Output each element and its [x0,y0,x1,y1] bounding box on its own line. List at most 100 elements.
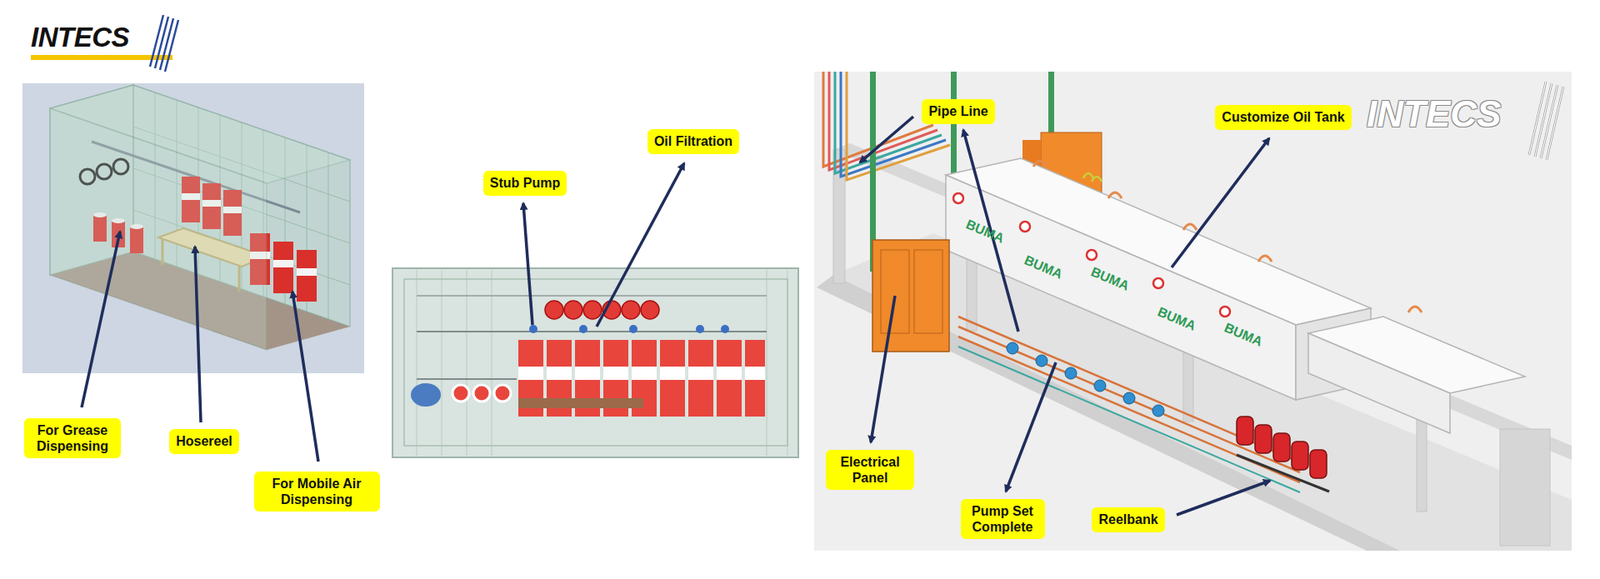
building-render-part [1255,425,1272,454]
callout-box: Pipe Line [921,99,995,124]
top-view-render-part [452,385,470,402]
top-view-render-part [473,385,490,402]
building-render-part [1408,306,1422,313]
top-view-render-part [603,366,629,380]
top-view-render-part [529,325,538,334]
building-render-part [953,193,1230,317]
leader-arrow-part [81,231,120,408]
container-render-part [296,268,317,276]
container-render [22,83,365,374]
building-render-part [1065,367,1077,380]
top-view-render-part [416,378,517,380]
building-render-part [1529,81,1564,160]
callout-text: Customize Oil Tank [1221,109,1345,125]
callout-box: Electrical Panel [825,450,915,490]
logo-mark-part [165,20,179,72]
building-render-part [1258,255,1272,262]
building-render-part [945,175,1296,400]
watermark: INTECS [1366,93,1501,135]
top-view-render-part [416,270,418,456]
top-view-render-part [441,270,443,456]
top-view-render-part [720,325,730,334]
top-view-render-part [466,270,468,456]
building-render-part [1091,176,1102,182]
building-render-part [833,150,1550,546]
callout-box: Reelbank [1091,507,1165,532]
building-render-part [1308,333,1450,434]
top-view-render-part [660,340,685,417]
building-render-part [1083,173,1094,179]
callout-text: Reelbank [1098,511,1158,528]
callout-text: Hosereel [175,433,233,450]
building-render-part [1006,342,1019,355]
leader-arrow-part [1005,362,1056,492]
top-view-render-part [695,325,705,334]
top-view-render-part [494,385,511,402]
top-view-render-part [575,366,600,380]
building-render-part [840,71,946,177]
building-render-part [1006,342,1165,417]
leader-arrow-part [1176,480,1270,515]
callout-box: For Grease Dispensing [24,418,121,459]
building-render [814,71,1572,551]
building-render-part [1035,355,1048,367]
building-render-part [872,240,950,352]
building-render-part [1291,441,1309,470]
leader-arrow-part [860,116,914,163]
callout-text: For Grease Dispensing [30,422,115,455]
top-view-render-part [629,325,638,334]
container-render-part [273,241,294,294]
top-view-render-part [583,300,602,320]
top-view-render-part [745,340,765,417]
leader-arrow-part [292,291,319,462]
callout-box: Pump Set Complete [960,499,1045,540]
top-view-render-part [716,366,742,380]
building-render-part [833,143,1572,460]
top-view-render-part [631,366,657,380]
building-render-part [914,250,943,334]
top-view-render-part [529,325,730,334]
top-view-render-part [716,340,742,417]
building-render-part [1500,429,1550,546]
building-render-part [1220,306,1230,317]
building-render-part [1273,433,1290,462]
top-view-render-part [621,300,640,320]
building-render-part [1123,392,1135,405]
logo-mark [30,15,179,72]
callout-box: Oil Filtration [647,129,740,154]
leader-arrow [81,116,1270,515]
container-render-part [22,83,365,374]
building-render-part [958,316,1300,483]
building-render-part [1083,173,1102,182]
callout-box: For Mobile Air Dispensing [254,471,380,512]
callout-text: Pump Set Complete [967,503,1039,535]
leader-arrow-part [523,203,533,325]
callout-box: Hosereel [169,429,240,454]
top-view-render-part [640,300,660,320]
top-view-render-part [688,340,714,417]
building-render-part [1033,160,1422,313]
leader-arrow-part [195,246,201,423]
building-render-part [1546,86,1564,160]
building-render-part [1153,278,1164,289]
callout-box: Stub Pump [483,170,567,195]
building-render-part [958,316,1300,463]
leader-arrow-part [963,130,1019,332]
building-render-part [958,326,1300,473]
callout-text: Pipe Line [928,103,988,120]
container-render-part [273,260,294,268]
top-view-render-part [518,398,644,409]
building-render-part [1236,416,1327,479]
building-render-part [823,71,950,180]
building-render-part [1020,221,1030,232]
top-view-render-part [452,385,511,402]
building-render-part [846,71,950,180]
top-view-render-part [404,279,788,446]
top-view-render-part [416,295,767,297]
logo-text: INTECS [30,21,130,54]
top-view-render-part [416,330,767,333]
top-view-render-part [518,366,544,380]
container-render-part [296,250,317,302]
